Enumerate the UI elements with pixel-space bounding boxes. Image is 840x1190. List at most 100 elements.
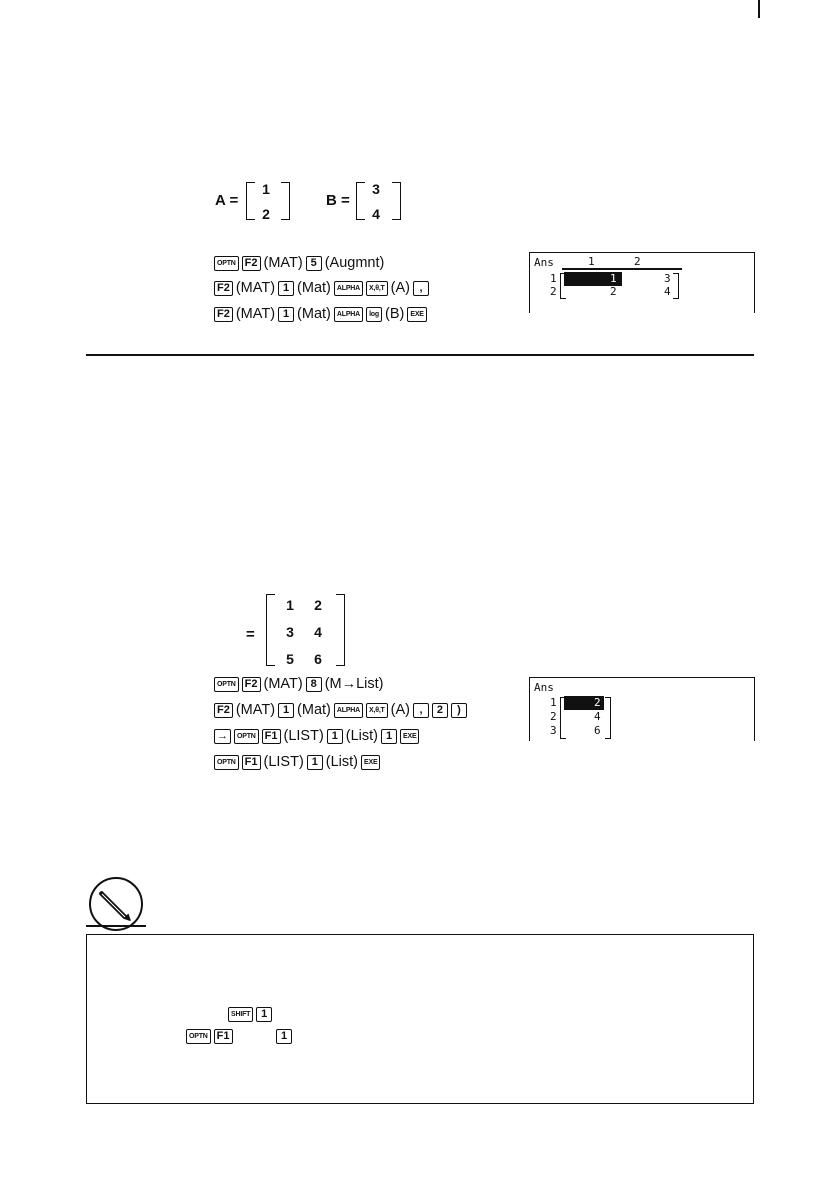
exe-key[interactable]: EXE bbox=[407, 306, 427, 322]
optn-key[interactable]: OPTN bbox=[234, 728, 259, 744]
row-header: 3 bbox=[550, 724, 557, 737]
calculator-screen: Ans 1 2 1 2 1 3 2 4 bbox=[529, 252, 755, 313]
optn-key[interactable]: OPTN bbox=[214, 754, 239, 770]
pencil-icon bbox=[89, 877, 143, 931]
key-sequence-row: OPTN F2 (MAT) 8 (M→List) bbox=[214, 673, 384, 695]
f2-key[interactable]: F2 bbox=[214, 280, 233, 296]
exe-key[interactable]: EXE bbox=[361, 754, 381, 770]
key-caption: (LIST) bbox=[263, 754, 304, 770]
matrix-value: 5 bbox=[286, 651, 294, 667]
matrix-a-value: 1 bbox=[262, 181, 270, 197]
matrix-cell: 6 bbox=[594, 724, 601, 737]
alpha-key[interactable]: ALPHA bbox=[333, 306, 364, 322]
matrix-b-value: 4 bbox=[372, 206, 380, 222]
row-header: 1 bbox=[550, 696, 557, 709]
key-caption: (A) bbox=[390, 280, 410, 296]
key-sequence-row: F2 (MAT) 1 (Mat) ALPHA log (B) EXE bbox=[214, 303, 427, 325]
matrix-value: 1 bbox=[286, 597, 294, 613]
matrix-cell: 4 bbox=[594, 710, 601, 723]
matrix-cell: 3 bbox=[664, 272, 671, 285]
screen-left-bracket bbox=[560, 697, 566, 739]
matrix-a-right-bracket bbox=[281, 182, 290, 220]
eight-key[interactable]: 8 bbox=[305, 676, 322, 692]
xthetat-key[interactable]: X,θ,T bbox=[366, 702, 388, 718]
key-sequence-row: F2 (MAT) 1 (Mat) ALPHA X,θ,T (A) , bbox=[214, 277, 429, 299]
key-sequence-row: → OPTN F1 (LIST) 1 (List) 1 EXE bbox=[214, 725, 420, 747]
matrix-right-bracket bbox=[336, 594, 345, 666]
f2-key[interactable]: F2 bbox=[241, 676, 261, 692]
key-caption: (MAT) bbox=[263, 676, 303, 692]
screen-left-bracket bbox=[560, 273, 566, 299]
one-key[interactable]: 1 bbox=[278, 280, 295, 296]
calculator-screen: Ans 1 2 3 2 4 6 bbox=[529, 677, 755, 741]
five-key[interactable]: 5 bbox=[305, 255, 322, 271]
cursor-highlight bbox=[564, 696, 604, 710]
key-sequence-row: F2 (MAT) 1 (Mat) ALPHA X,θ,T (A) , 2 ) bbox=[214, 699, 467, 721]
matrix-left-bracket bbox=[266, 594, 275, 666]
top-margin-rule bbox=[758, 0, 760, 18]
one-key[interactable]: 1 bbox=[278, 306, 295, 322]
key-caption: (Mat) bbox=[297, 280, 331, 296]
key-caption: (M→List) bbox=[324, 676, 384, 692]
close-paren-key[interactable]: ) bbox=[450, 702, 467, 718]
f1-key[interactable]: F1 bbox=[213, 1028, 233, 1044]
key-sequence-row: OPTN F1 (LIST) 1 (List) EXE bbox=[214, 751, 381, 773]
row-header: 2 bbox=[550, 710, 557, 723]
key-caption: (LIST) bbox=[283, 728, 324, 744]
matrix-a-value: 2 bbox=[262, 206, 270, 222]
f1-key[interactable]: F1 bbox=[261, 728, 281, 744]
matrix-value: 2 bbox=[314, 597, 322, 613]
key-caption: (Augmnt) bbox=[324, 255, 385, 271]
matrix-label: = bbox=[246, 626, 255, 643]
screen-right-bracket bbox=[605, 697, 611, 739]
optn-key[interactable]: OPTN bbox=[186, 1028, 211, 1044]
two-key[interactable]: 2 bbox=[431, 702, 448, 718]
note-key-row: SHIFT 1 bbox=[228, 1003, 273, 1025]
one-key[interactable]: 1 bbox=[306, 754, 323, 770]
matrix-a-left-bracket bbox=[246, 182, 255, 220]
cursor-highlight bbox=[564, 272, 622, 286]
ans-label: Ans bbox=[534, 256, 554, 269]
comma-key[interactable]: , bbox=[412, 280, 429, 296]
alpha-key[interactable]: ALPHA bbox=[333, 702, 364, 718]
matrix-cell: 4 bbox=[664, 285, 671, 298]
section-divider bbox=[86, 354, 754, 356]
key-caption: (A) bbox=[390, 702, 410, 718]
row-header: 2 bbox=[550, 285, 557, 298]
log-key[interactable]: log bbox=[366, 306, 383, 322]
ans-label: Ans bbox=[534, 681, 554, 694]
column-header: 2 bbox=[634, 255, 641, 268]
alpha-key[interactable]: ALPHA bbox=[333, 280, 364, 296]
one-key[interactable]: 1 bbox=[256, 1006, 273, 1022]
key-caption: (Mat) bbox=[297, 702, 331, 718]
matrix-b-left-bracket bbox=[356, 182, 365, 220]
matrix-b-value: 3 bbox=[372, 181, 380, 197]
one-key[interactable]: 1 bbox=[278, 702, 295, 718]
key-caption: (MAT) bbox=[235, 280, 276, 296]
optn-key[interactable]: OPTN bbox=[214, 676, 239, 692]
shift-key[interactable]: SHIFT bbox=[228, 1006, 254, 1022]
column-header: 1 bbox=[588, 255, 595, 268]
row-header: 1 bbox=[550, 272, 557, 285]
f1-key[interactable]: F1 bbox=[241, 754, 261, 770]
one-key[interactable]: 1 bbox=[326, 728, 343, 744]
note-key-row: 1 bbox=[276, 1025, 292, 1047]
key-sequence-row: OPTN F2 (MAT) 5 (Augmnt) bbox=[214, 252, 384, 274]
one-key[interactable]: 1 bbox=[381, 728, 398, 744]
f2-key[interactable]: F2 bbox=[214, 306, 233, 322]
exe-key[interactable]: EXE bbox=[400, 728, 420, 744]
key-caption: (MAT) bbox=[263, 255, 303, 271]
key-caption: (MAT) bbox=[235, 702, 276, 718]
note-key-row: OPTN F1 bbox=[186, 1025, 233, 1047]
note-box bbox=[86, 934, 754, 1104]
arrow-key[interactable]: → bbox=[214, 728, 231, 744]
one-key[interactable]: 1 bbox=[276, 1028, 292, 1044]
f2-key[interactable]: F2 bbox=[214, 702, 233, 718]
comma-key[interactable]: , bbox=[412, 702, 429, 718]
key-caption: (B) bbox=[385, 306, 405, 322]
optn-key[interactable]: OPTN bbox=[214, 255, 239, 271]
matrix-cell: 2 bbox=[610, 285, 617, 298]
f2-key[interactable]: F2 bbox=[241, 255, 261, 271]
matrix-cell: 1 bbox=[610, 272, 617, 285]
xthetat-key[interactable]: X,θ,T bbox=[366, 280, 388, 296]
